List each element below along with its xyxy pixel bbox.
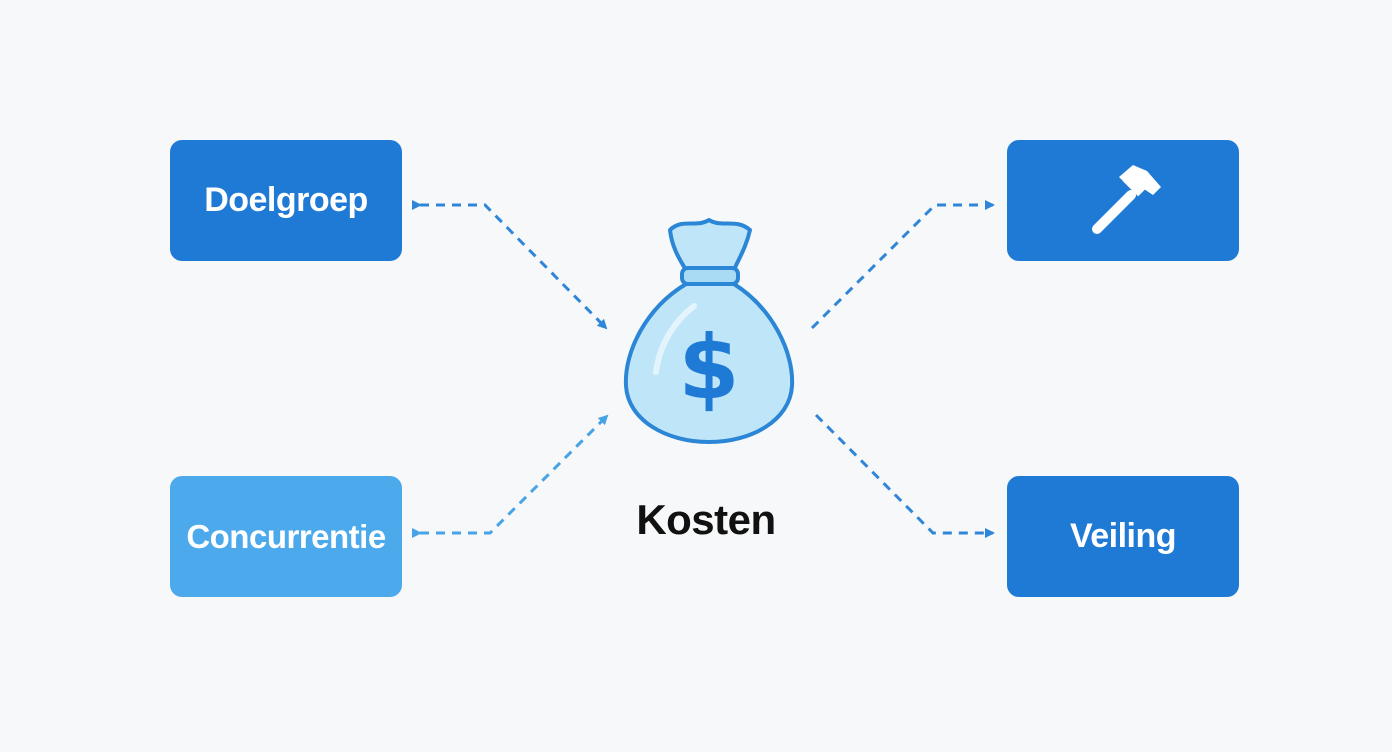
center-label: Kosten <box>636 496 776 543</box>
node-concurrentie: Concurrentie <box>170 476 402 597</box>
dollar-symbol: $ <box>678 316 739 419</box>
connector-kosten-tool <box>810 200 995 330</box>
node-tool <box>1007 140 1239 261</box>
connector-doelgroep-kosten <box>412 200 608 330</box>
node-veiling-label: Veiling <box>1069 517 1177 555</box>
hammer-icon <box>1092 164 1161 234</box>
connector-concurrentie-kosten <box>412 414 609 538</box>
node-doelgroep: Doelgroep <box>170 140 402 261</box>
node-concurrentie-label: Concurrentie <box>186 517 386 555</box>
node-doelgroep-label: Doelgroep <box>204 181 368 219</box>
connector-kosten-veiling <box>814 413 995 538</box>
money-bag-icon: $ <box>623 218 795 444</box>
node-veiling: Veiling <box>1007 476 1239 597</box>
